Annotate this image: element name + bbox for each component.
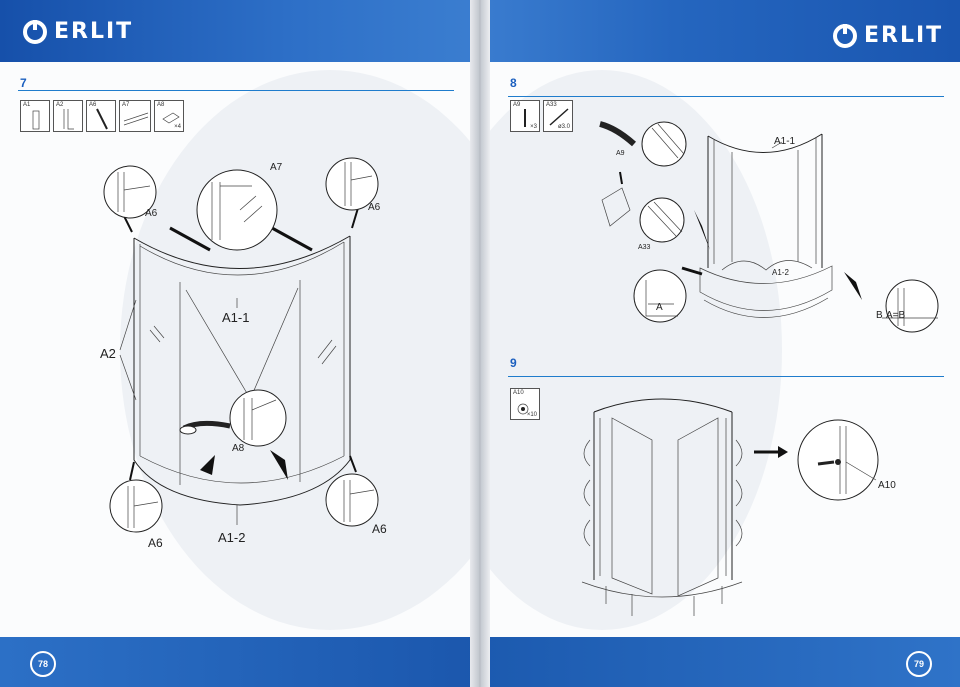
brand-logo-left: ERLIT — [22, 16, 133, 46]
callout-a-left: A — [656, 302, 663, 313]
callout-a8: A8 — [232, 443, 245, 454]
callout-a6-top-left: A6 — [145, 208, 158, 219]
callout-b-label: B — [876, 310, 883, 321]
callout-a2: A2 — [100, 346, 116, 361]
callout-a10: A10 — [878, 480, 896, 491]
page-number-right: 79 — [906, 651, 932, 677]
step-9-parts-row: A10 ×10 — [510, 388, 540, 420]
washer-screw-icon — [517, 403, 529, 415]
right-footer-band — [482, 637, 960, 687]
screw-icon — [524, 109, 526, 127]
callout-a1-1-right: A1-1 — [774, 136, 796, 147]
page-number-left: 78 — [30, 651, 56, 677]
callout-a6-top-right: A6 — [368, 202, 381, 213]
step-number-8: 8 — [510, 76, 517, 90]
part-a9: A9 ×3 — [510, 100, 540, 132]
step-7-rule — [18, 90, 454, 91]
left-header-band — [0, 0, 478, 62]
callout-a-equals-b: A=B — [886, 310, 906, 321]
part-a10: A10 ×10 — [510, 388, 540, 420]
part-a33: A33 ø3.0 — [543, 100, 573, 132]
callout-a6-bottom-right: A6 — [372, 522, 387, 536]
panel-icon — [63, 109, 74, 130]
left-footer-band — [0, 637, 478, 687]
brand-name: ERLIT — [864, 22, 944, 48]
part-a1: A1 — [20, 100, 50, 132]
screw-icon — [96, 108, 108, 130]
step-number-7: 7 — [20, 76, 27, 90]
callout-a7-left: A7 — [270, 162, 283, 173]
step-7-assembly-drawing — [103, 157, 379, 533]
book-gutter — [470, 0, 490, 687]
step-8-parts-row: A9 ×3 A33 ø3.0 — [510, 100, 573, 132]
right-header-band — [482, 0, 960, 62]
step-7-parts-row: A1 A2 A6 A7 A8 ×4 — [20, 100, 184, 132]
callout-a1-2-left: A1-2 — [218, 530, 246, 545]
right-page: ERLIT 8 A9 ×3 A33 ø3.0 — [482, 0, 960, 687]
step-number-9: 9 — [510, 356, 517, 370]
callout-a33: A33 — [638, 244, 651, 251]
left-page: ERLIT 7 A1 A2 A6 A7 A8 ×4 — [0, 0, 478, 687]
step-8-drawing — [599, 121, 939, 333]
logo-icon — [23, 20, 47, 44]
brand-logo-right: ERLIT — [832, 20, 943, 50]
part-a6: A6 — [86, 100, 116, 132]
step-9-drawing — [581, 398, 879, 616]
seal-strip-icon — [123, 112, 149, 126]
logo-icon — [833, 24, 857, 48]
callout-a9: A9 — [616, 150, 625, 157]
step-8-rule — [508, 96, 944, 97]
callout-a1-2-right: A1-2 — [772, 268, 789, 277]
part-a2: A2 — [53, 100, 83, 132]
callout-a1-1-left: A1-1 — [222, 310, 250, 325]
step-9-rule — [508, 376, 944, 377]
bracket-icon — [162, 112, 180, 124]
part-a7: A7 — [119, 100, 151, 132]
brand-name: ERLIT — [54, 18, 134, 44]
part-a8: A8 ×4 — [154, 100, 184, 132]
callout-a6-bottom-left: A6 — [148, 536, 163, 550]
drill-bit-icon — [549, 108, 569, 126]
profile-icon — [32, 110, 40, 130]
